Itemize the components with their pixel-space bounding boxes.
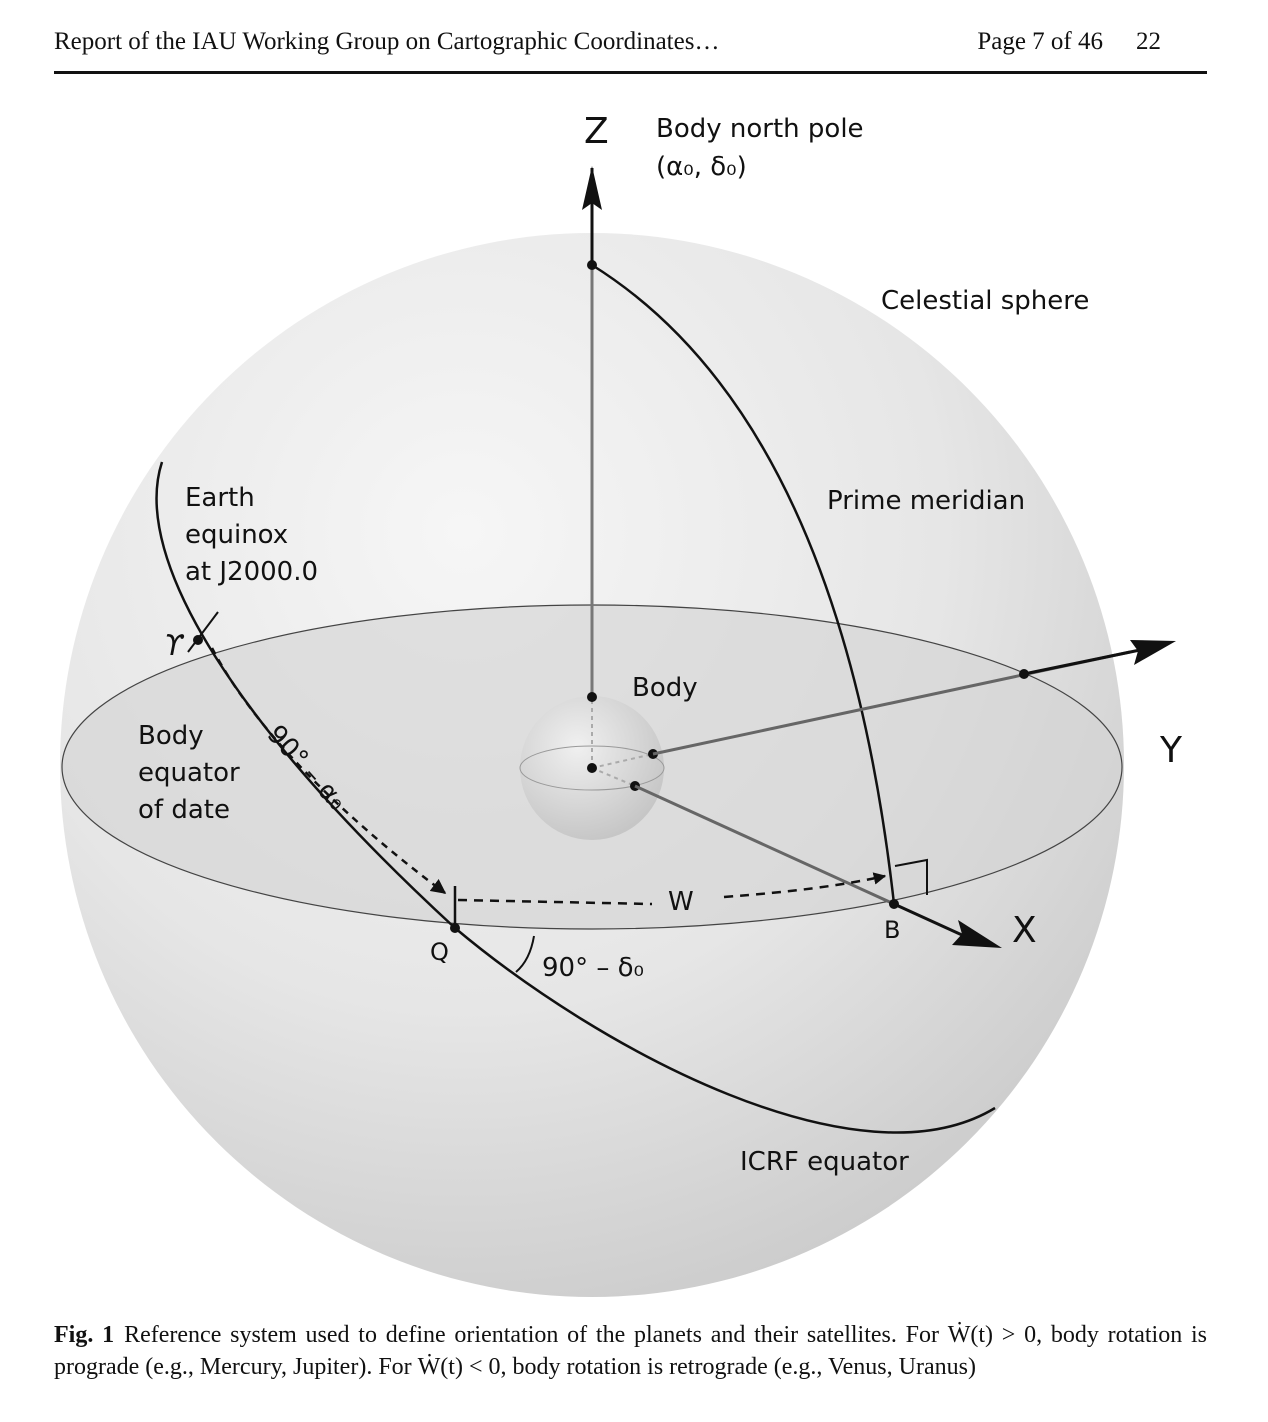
body-inner-y [591, 753, 654, 769]
x-axis-arrowhead [952, 920, 1002, 948]
equinox-label-line1: Earth [185, 483, 255, 513]
x-axis-outer [893, 902, 963, 937]
page-number: 22 [1136, 28, 1161, 55]
w-dashed-arc-right [723, 872, 887, 899]
caption-text: Reference system used to define orientat… [54, 1322, 1207, 1380]
w-label: W [668, 887, 694, 917]
body-equator-label-line1: Body [138, 721, 204, 751]
equinox-tick [187, 611, 219, 653]
north-pole-label: Body north pole [656, 114, 864, 144]
reference-system-figure: Z Body north pole (α₀, δ₀) Celestial sph… [60, 111, 1183, 1297]
point-q-marker [450, 923, 460, 933]
point-q-label: Q [430, 938, 449, 966]
right-angle-marker [894, 858, 928, 895]
north-pole-coords: (α₀, δ₀) [656, 152, 747, 182]
x-axis-label: X [1012, 910, 1037, 951]
delta-angle-arc [515, 935, 535, 973]
body-equator-label-line3: of date [138, 795, 230, 825]
y-axis-arrowhead [1130, 640, 1176, 665]
body-pole-point [587, 692, 597, 702]
page-label: Page 7 of 46 [977, 28, 1103, 55]
y-axis-sphere-point [1019, 669, 1029, 679]
celestial-sphere-label: Celestial sphere [881, 286, 1089, 316]
page-header: Report of the IAU Working Group on Carto… [54, 26, 1207, 74]
running-title: Report of the IAU Working Group on Carto… [54, 28, 720, 55]
point-b-label: B [884, 916, 900, 944]
body-sphere-equator [519, 745, 665, 791]
w-dashed-arc [457, 898, 653, 906]
equinox-point [193, 635, 203, 645]
x-axis-line [634, 784, 895, 906]
alpha-dashed-arc [210, 647, 447, 895]
z-axis-label: Z [584, 111, 609, 152]
prime-meridian-label: Prime meridian [827, 486, 1025, 516]
caption-label: Fig. 1 [54, 1322, 115, 1348]
point-b-marker [889, 899, 899, 909]
body-center-point [587, 763, 597, 773]
aries-symbol: ϒ [164, 629, 185, 662]
y-axis-outer [1023, 648, 1141, 676]
body-label: Body [632, 673, 698, 703]
body-equator-label-line2: equator [138, 758, 240, 788]
equinox-label-line2: equinox [185, 520, 288, 550]
equinox-label-line3: at J2000.0 [185, 557, 318, 587]
z-axis-arrowhead [582, 166, 602, 210]
delta-angle-label: 90° – δ₀ [542, 953, 644, 983]
y-axis-label: Y [1159, 730, 1183, 771]
icrf-equator-label: ICRF equator [740, 1147, 909, 1177]
prime-meridian-curve [591, 263, 896, 905]
